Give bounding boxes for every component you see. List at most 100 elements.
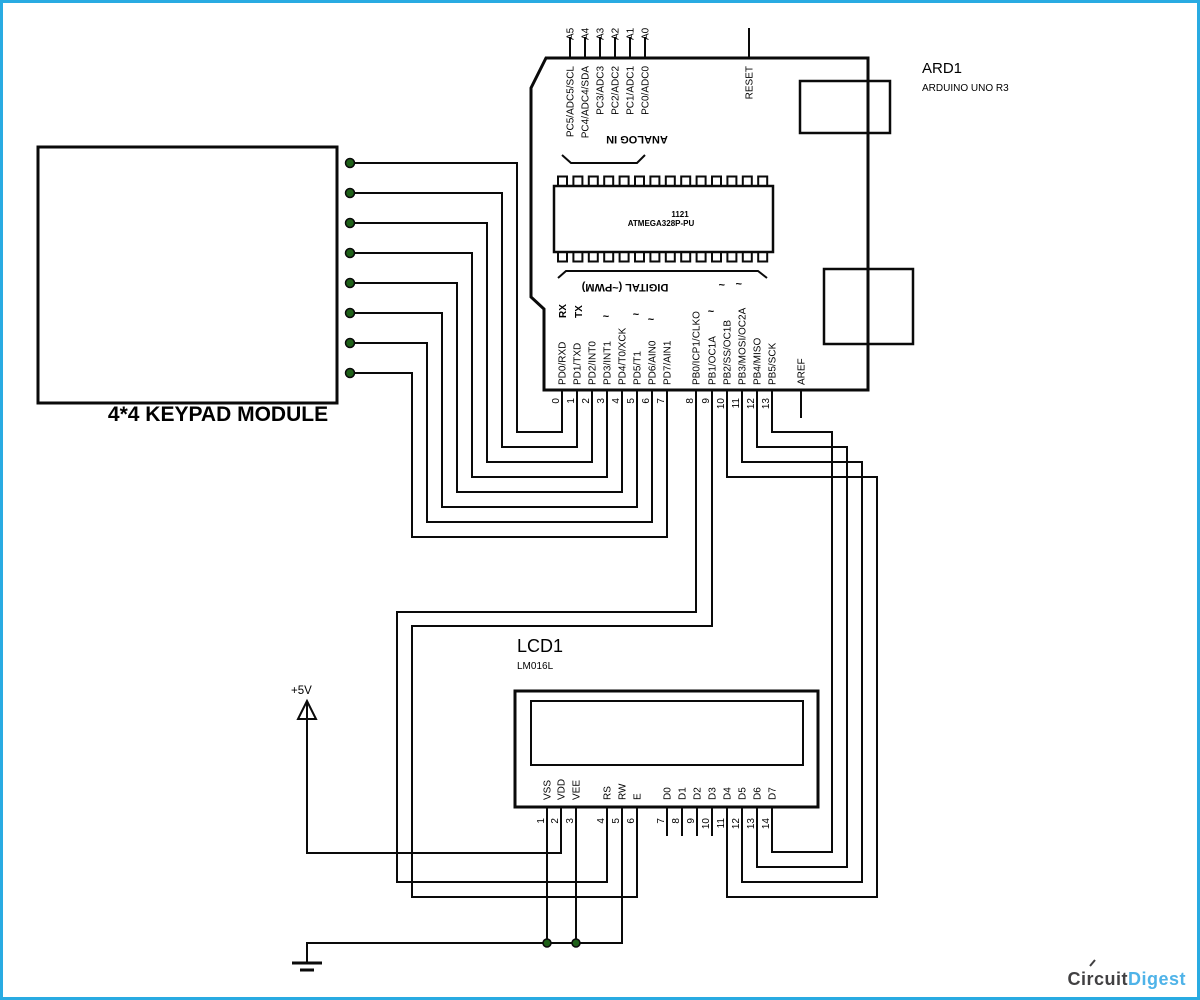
keypad-body bbox=[36, 145, 339, 405]
arduino-board: ARD1 ARDUINO UNO R3 1121 ATMEGA328P-PU A… bbox=[529, 27, 1009, 409]
digital-pin-label: PB4/MISO bbox=[753, 338, 764, 385]
lcd-module: LCD1 LM016L VSS VDD VEE RS RW E D0 D1 D2… bbox=[513, 636, 820, 830]
lcd-value: LM016L bbox=[517, 661, 554, 672]
analog-pin-label: PC5/ADC5/SCL bbox=[566, 66, 577, 138]
wire-pin8-rs bbox=[396, 390, 697, 883]
lcd-pin-label: D6 bbox=[753, 787, 764, 800]
lcd-pin-number: 8 bbox=[671, 818, 682, 824]
digital-pin-label: PD5/T1 bbox=[633, 351, 644, 385]
chip-marking: 1121 bbox=[671, 210, 689, 219]
digital-pin-label: PD0/RXD bbox=[558, 342, 569, 385]
rx-label: RX bbox=[558, 304, 569, 318]
terminal-dot bbox=[344, 187, 356, 199]
analog-pins: A5 A4 A3 A2 A1 A0 PC5/ADC5/SCL PC4/ADC4/… bbox=[566, 27, 652, 138]
digital-pin-label: PD3/INT1 bbox=[603, 341, 614, 385]
logo: CircuitDigest bbox=[1067, 959, 1186, 989]
vcc-label: +5V bbox=[291, 685, 312, 697]
lcd-pin-label: D7 bbox=[768, 787, 779, 800]
atmega-chip: 1121 ATMEGA328P-PU bbox=[552, 175, 775, 263]
digital-pin-number: 9 bbox=[701, 398, 712, 404]
lcd-pin-number: 3 bbox=[565, 818, 576, 824]
analog-pin-number: A1 bbox=[626, 27, 637, 40]
lcd-ref: LCD1 bbox=[517, 636, 563, 656]
digital-pin-number: 4 bbox=[611, 398, 622, 404]
terminal-dot bbox=[344, 337, 356, 349]
analog-pin-number: A2 bbox=[611, 27, 622, 40]
keypad-module: 4*4 KEYPAD MODULE bbox=[36, 145, 356, 426]
analog-pin-number: A5 bbox=[566, 27, 577, 40]
digital-pin-number: 1 bbox=[566, 398, 577, 404]
wire-keypad1-pin0 bbox=[350, 162, 563, 433]
digital-pin-number: 0 bbox=[551, 398, 562, 404]
digital-pin-label: PB2/SS/OC1B bbox=[723, 320, 734, 385]
logo-part2: Digest bbox=[1128, 969, 1186, 989]
lcd-pin-label: D5 bbox=[738, 787, 749, 800]
digital-pin-label: PD7/AIN1 bbox=[663, 340, 674, 385]
terminal-dot bbox=[344, 247, 356, 259]
lcd-pin-number: 6 bbox=[626, 818, 637, 824]
lcd-screen bbox=[530, 700, 804, 766]
analog-pin-label: PC3/ADC3 bbox=[596, 66, 607, 115]
chip-part-number: ATMEGA328P-PU bbox=[628, 219, 695, 228]
lcd-pin-label: VDD bbox=[557, 779, 568, 800]
junction-dot bbox=[542, 938, 552, 948]
analog-group-label: ANALOG IN bbox=[606, 133, 668, 145]
wire-keypad6-pin5 bbox=[350, 312, 638, 508]
keypad-terminals bbox=[344, 157, 356, 379]
wire-pin13-d7 bbox=[771, 390, 833, 853]
lcd-pin-label: VSS bbox=[543, 780, 554, 800]
pwm-tilde-pin6: ~ bbox=[648, 314, 655, 326]
lcd-pin-number: 10 bbox=[701, 818, 712, 830]
wire-pin11-d5 bbox=[741, 390, 863, 883]
terminal-dot bbox=[344, 157, 356, 169]
logo-i-accent bbox=[1089, 959, 1096, 967]
lcd-pin-number: 1 bbox=[536, 818, 547, 824]
wire-keypad3-pin2 bbox=[350, 222, 593, 463]
terminal-dot bbox=[344, 367, 356, 379]
wire-ground-rw bbox=[306, 807, 623, 963]
lcd-pin-label: D2 bbox=[693, 787, 704, 800]
wire-pin10-d4 bbox=[726, 390, 878, 898]
analog-pin-number: A3 bbox=[596, 27, 607, 40]
digital-pin-label: PB0/ICP1/CLKO bbox=[692, 311, 703, 385]
digital-pin-number: 3 bbox=[596, 398, 607, 404]
digital-pin-number: 13 bbox=[761, 398, 772, 410]
lcd-pin-label: D0 bbox=[663, 787, 674, 800]
digital-pin-label: PD4/T0/XCK bbox=[618, 327, 629, 385]
lcd-pin-label: D4 bbox=[723, 787, 734, 800]
digital-pin-number: 5 bbox=[626, 398, 637, 404]
digital-pin-label: PB3/MOSI/OC2A bbox=[738, 307, 749, 385]
wire-vcc-vdd bbox=[306, 705, 562, 854]
analog-pin-label: PC1/ADC1 bbox=[626, 66, 637, 115]
analog-pin-label: PC2/ADC2 bbox=[611, 66, 622, 115]
lcd-pin-label: D3 bbox=[708, 787, 719, 800]
pwm-tilde-pin9: ~ bbox=[708, 306, 715, 318]
logo-text: CircuitDigest bbox=[1067, 969, 1186, 989]
digital-pins: PD0/RXD PD1/TXD PD2/INT0 PD3/INT1 PD4/T0… bbox=[551, 307, 779, 409]
pwm-tilde-pin10: ~ bbox=[718, 278, 725, 290]
lcd-pin-number: 2 bbox=[550, 818, 561, 824]
lcd-pin-label: RW bbox=[618, 783, 629, 800]
analog-pin-label: PC4/ADC4/SDA bbox=[581, 66, 592, 139]
arduino-ref: ARD1 bbox=[922, 60, 962, 77]
digital-pin-label: PB5/SCK bbox=[768, 342, 779, 385]
keypad-label: 4*4 KEYPAD MODULE bbox=[108, 403, 328, 426]
digital-pin-number: 7 bbox=[656, 398, 667, 404]
digital-pin-number: 10 bbox=[716, 398, 727, 410]
lcd-pin-number: 11 bbox=[716, 818, 727, 829]
lcd-pin-number: 13 bbox=[746, 818, 757, 830]
analog-pin-number: A0 bbox=[641, 27, 652, 40]
pwm-tilde-pin5: ~ bbox=[633, 309, 640, 321]
analog-pin-label: PC0/ADC0 bbox=[641, 66, 652, 115]
digital-pin-number: 11 bbox=[731, 398, 742, 409]
aref-label: AREF bbox=[797, 358, 808, 385]
wire-keypad5-pin4 bbox=[350, 282, 623, 493]
lcd-pin-number: 12 bbox=[731, 818, 742, 830]
wire-keypad7-pin6 bbox=[350, 342, 653, 523]
reset-label: RESET bbox=[745, 66, 756, 99]
usb-connector bbox=[798, 79, 892, 135]
digital-pin-number: 6 bbox=[641, 398, 652, 404]
lcd-pin-label: RS bbox=[603, 786, 614, 800]
wire-keypad2-pin1 bbox=[350, 192, 578, 448]
lcd-body bbox=[513, 689, 820, 809]
